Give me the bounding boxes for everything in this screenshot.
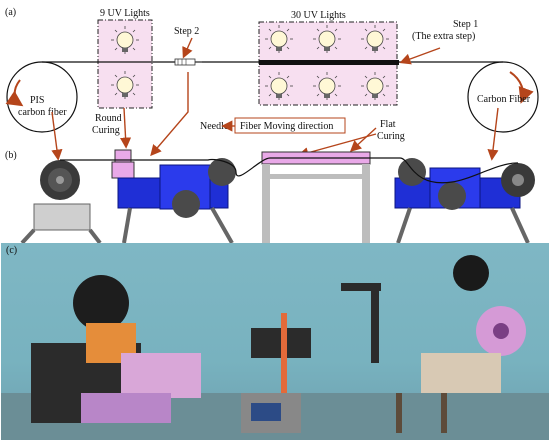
round-curing-label-1: Round [95,113,122,124]
needle-label: Needle [200,121,229,132]
panel-label-c: (c) [6,245,18,256]
pis-label-1: PIS [30,95,44,106]
photo-panel [1,243,549,440]
carbon-fiber-label: Carbon Fiber [477,94,531,105]
fiber-direction-label: Fiber Moving direction [240,121,333,132]
uv-30-label: 30 UV Lights [291,10,346,21]
step2-label: Step 2 [174,26,199,37]
step1-label: Step 1 [453,19,478,30]
left-blue-rig [111,149,236,244]
panel-label-a: (a) [5,7,16,18]
pink-frame [261,151,371,243]
flat-curing-label-2: Curing [377,131,405,142]
round-curing-label-2: Curing [92,125,120,136]
step1-sub-label: (The extra step) [412,31,475,42]
coated-fiber-segment [259,60,399,65]
pis-label-2: carbon fiber [18,107,67,118]
needle-icon [174,58,202,66]
uv-9-label: 9 UV Lights [100,8,150,19]
fiber-path-b [60,157,519,184]
panel-label-b: (b) [5,150,17,161]
right-blue-rig [394,158,535,244]
left-spool [20,160,102,245]
flat-curing-label-1: Flat [380,119,396,130]
